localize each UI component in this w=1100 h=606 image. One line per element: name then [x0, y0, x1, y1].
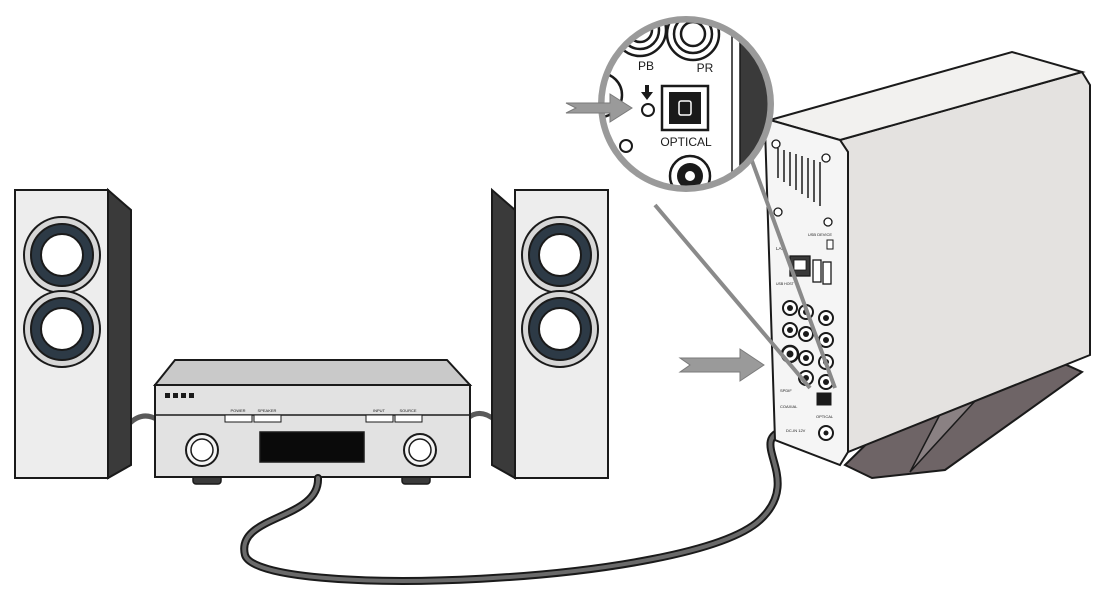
right-speaker-cable [465, 411, 498, 423]
usb-device-port[interactable] [826, 239, 834, 250]
right-speaker-lower-driver [521, 290, 599, 368]
pr-label: PR [697, 61, 714, 75]
receiver-right-button-2[interactable] [394, 414, 423, 423]
optical-label-small: OPTICAL [816, 414, 834, 419]
player-screw-icon [773, 207, 783, 217]
audio-receiver: POWER SPEAKER INPUT SOURCE [152, 359, 473, 485]
media-player: USB DEVICE LAN USB HOST [763, 50, 1091, 480]
receiver-left-button-1[interactable] [224, 414, 253, 423]
coaxial-label: COAXIAL [780, 404, 798, 409]
dc-in-label: DC-IN 12V [786, 428, 806, 433]
pr-jack[interactable] [665, 8, 721, 62]
left-speaker-upper-driver [23, 216, 101, 294]
pb-label: PB [638, 59, 654, 73]
optical-port-small[interactable] [816, 392, 832, 406]
right-speaker-upper-driver [521, 216, 599, 294]
usb-host-port-2[interactable] [822, 261, 832, 285]
usb-host-label: USB HOST [776, 282, 795, 286]
optical-port-large[interactable] [660, 84, 710, 132]
player-screw-icon [823, 217, 833, 227]
player-vent [777, 148, 821, 206]
lan-label: LAN [776, 246, 785, 251]
receiver-right-button-1-label: INPUT [373, 408, 386, 413]
usb-device-label: USB DEVICE [808, 232, 833, 237]
receiver-left-button-2-label: SPEAKER [258, 408, 277, 413]
receiver-left-button-2[interactable] [253, 414, 282, 423]
left-speaker-cable [125, 413, 161, 428]
receiver-right-button-2-label: SOURCE [399, 408, 416, 413]
receiver-brand-badge [165, 393, 194, 398]
receiver-left-knob[interactable] [185, 433, 219, 467]
receiver-left-button-1-label: POWER [230, 408, 245, 413]
usb-host-port-1[interactable] [812, 259, 822, 283]
player-screw-icon [771, 139, 781, 149]
arrow-left-icon [710, 196, 727, 208]
left-speaker [14, 187, 132, 480]
receiver-right-button-1[interactable] [365, 414, 394, 423]
magnifier-connector-line [746, 149, 837, 389]
arrow-right-icon [678, 348, 765, 382]
optical-label: OPTICAL [660, 135, 712, 149]
right-speaker [491, 187, 609, 480]
arrow-down-icon [641, 85, 653, 100]
magnifier-connector-line [653, 203, 812, 390]
spdif-label: SPDIF [780, 388, 792, 393]
receiver-right-knob[interactable] [403, 433, 437, 467]
receiver-display [259, 431, 365, 463]
rca-jacks [780, 300, 834, 390]
left-speaker-lower-driver [23, 290, 101, 368]
player-screw-icon [821, 153, 831, 163]
arrow-right-icon [565, 93, 633, 123]
optical-indicator-led [641, 103, 655, 117]
